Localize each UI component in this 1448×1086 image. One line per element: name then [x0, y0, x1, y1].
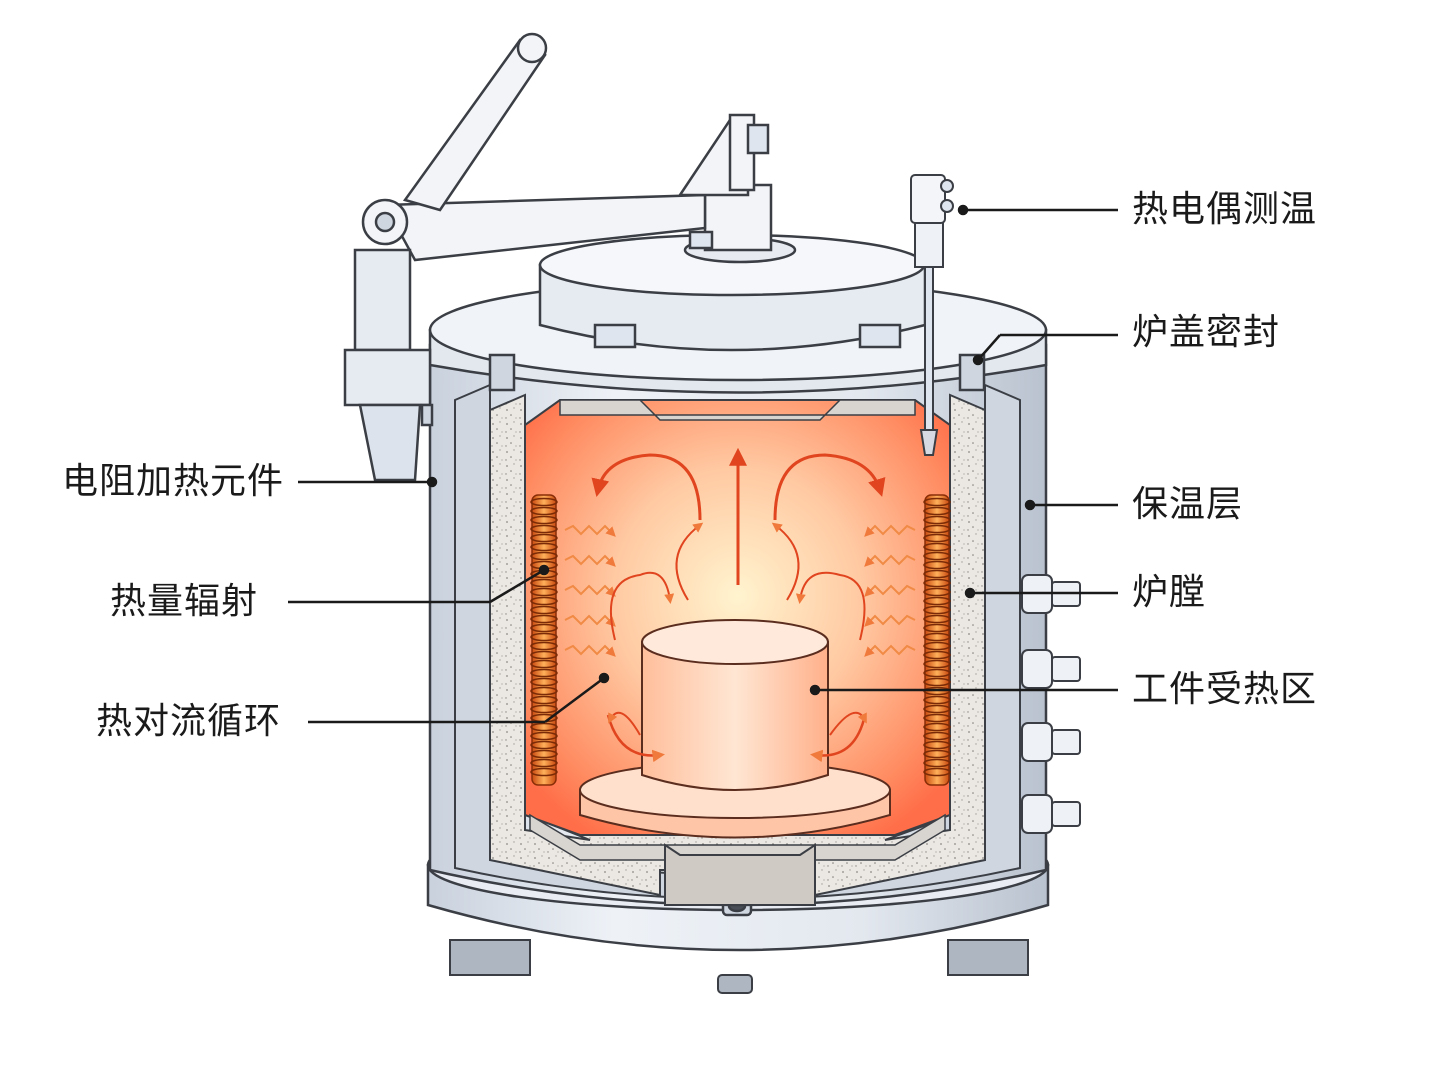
coil-ring [923, 641, 951, 651]
radiation-wave [564, 524, 616, 537]
coil-ring [530, 641, 558, 651]
coil-ring [530, 605, 558, 615]
coil-ring [530, 695, 558, 705]
coil-ring [923, 713, 951, 723]
coil-ring [530, 587, 558, 597]
coil-ring [923, 623, 951, 633]
coil-ring [923, 524, 951, 534]
radiation-wave [564, 614, 616, 627]
coil-ring [530, 614, 558, 624]
coil-ring [923, 749, 951, 759]
thermocouple-probe [910, 174, 954, 456]
radiation-wave [864, 524, 916, 537]
radiation-wave [564, 644, 616, 657]
coil-ring [923, 659, 951, 669]
coil-ring [923, 758, 951, 768]
leader-lines [288, 204, 1118, 724]
coil-ring [923, 506, 951, 516]
coil-ring [530, 767, 558, 777]
coil-ring [923, 533, 951, 543]
coil-ring [923, 668, 951, 678]
radiation-waves [564, 524, 916, 657]
chamber-interior [524, 399, 951, 861]
label-workpiece-zone: 工件受热区 [1132, 669, 1318, 710]
coil-ring [530, 533, 558, 543]
coil-ring [530, 731, 558, 741]
label-chamber: 炉膛 [1132, 572, 1207, 613]
coil-ring [530, 542, 558, 552]
coil-ring [923, 596, 951, 606]
coil-ring [530, 596, 558, 606]
coil-ring [530, 740, 558, 750]
coil-ring [530, 659, 558, 669]
coil-ring [923, 740, 951, 750]
coil-ring [530, 623, 558, 633]
coil-ring [923, 497, 951, 507]
lid-lifting-arm [343, 32, 770, 482]
coil-ring [530, 722, 558, 732]
bottom-support [664, 843, 816, 906]
label-radiation: 热量辐射 [110, 581, 259, 622]
coil-ring [530, 758, 558, 768]
radiation-wave [864, 644, 916, 657]
convection-arrows [591, 447, 886, 763]
coil-ring [923, 677, 951, 687]
coil-ring [530, 497, 558, 507]
radiation-wave [564, 554, 616, 567]
furnace-feet [449, 939, 1029, 994]
radiation-wave [864, 554, 916, 567]
coil-ring [923, 605, 951, 615]
radiation-wave [864, 584, 916, 597]
coil-ring [530, 749, 558, 759]
coil-ring [530, 677, 558, 687]
heating-coils [530, 494, 951, 786]
coil-ring [530, 686, 558, 696]
coil-ring [923, 578, 951, 588]
label-insulation: 保温层 [1132, 484, 1244, 525]
coil-ring [923, 560, 951, 570]
label-thermocouple: 热电偶测温 [1132, 189, 1318, 230]
label-heating-element: 电阻加热元件 [62, 461, 285, 502]
coil-ring [530, 632, 558, 642]
coil-ring [923, 767, 951, 777]
coil-ring [923, 650, 951, 660]
coil-ring [923, 704, 951, 714]
coil-ring [923, 569, 951, 579]
coil-ring [530, 650, 558, 660]
coil-ring [923, 614, 951, 624]
radiation-wave [864, 614, 916, 627]
coil-ring [530, 704, 558, 714]
coil-ring [923, 731, 951, 741]
coil-ring [530, 506, 558, 516]
coil-ring [530, 578, 558, 588]
label-lid-seal: 炉盖密封 [1132, 312, 1281, 353]
furnace-lid [428, 183, 1048, 394]
coil-ring [923, 551, 951, 561]
workpiece [579, 619, 891, 839]
insulation-layer [454, 383, 1021, 900]
coil-ring [923, 515, 951, 525]
radiation-wave [564, 584, 616, 597]
coil-ring [923, 587, 951, 597]
coil-ring [923, 695, 951, 705]
label-convection: 热对流循环 [96, 701, 282, 742]
coil-ring [923, 542, 951, 552]
coil-ring [530, 524, 558, 534]
coil-ring [923, 632, 951, 642]
coil-ring [923, 722, 951, 732]
coil-ring [530, 551, 558, 561]
coil-ring [530, 515, 558, 525]
coil-ring [530, 668, 558, 678]
